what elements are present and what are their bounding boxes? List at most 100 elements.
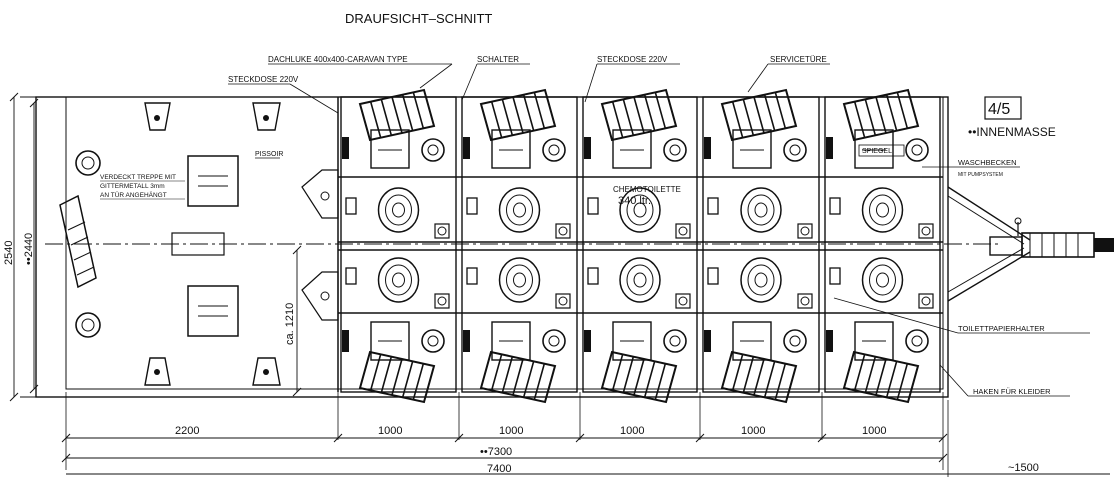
roof-hatch-slat (731, 101, 744, 138)
wash-basin-drain (669, 335, 681, 347)
cabin-outline (702, 96, 820, 393)
dim-7300: ••7300 (480, 446, 512, 458)
roof-hatch-slat (654, 92, 667, 129)
toilet-icon (861, 257, 904, 303)
roof-hatch-slat (753, 358, 765, 396)
toilet-bowl (513, 202, 526, 218)
label-pissoir: PISSOIR (255, 151, 283, 158)
roof-hatch-slat (633, 96, 645, 134)
roof-hatch-slat (401, 361, 414, 398)
toilet-paper-holder-icon (707, 197, 719, 215)
switch-knob (437, 226, 447, 236)
toilet-icon (498, 187, 541, 233)
roof-hatch-slat (522, 94, 535, 131)
toilet-seat (747, 194, 775, 226)
drawing-title: DRAUFSICHT–SCHNITT (345, 11, 492, 26)
label-waschbecken: WASCHBECKEN (958, 158, 1016, 167)
roof-hatch-slat (643, 361, 656, 398)
toilet-bowl (633, 202, 647, 218)
door-hinge-block (826, 330, 833, 352)
wash-basin-icon (783, 138, 807, 162)
label-treppe-2: GITTERMETALL 3mm (100, 183, 165, 190)
roof-hatch-slat (533, 92, 546, 129)
switch-box (675, 293, 691, 309)
door-hinge-block (584, 330, 591, 352)
switch-knob (558, 296, 568, 306)
toilet-seat (506, 264, 533, 296)
label-treppe-3: AN TÜR ANGEHÄNGT (100, 191, 167, 199)
label-steckdose-left: STECKDOSE 220V (228, 75, 299, 84)
scale-box (984, 96, 1022, 120)
roof-hatch-slat (875, 96, 887, 134)
toilet-seat (869, 194, 896, 226)
toilet-bowl (876, 202, 889, 218)
sink-unit (491, 321, 531, 361)
trailer-inner-wall (65, 96, 944, 390)
entrance-room: STECKDOSE 220V PISSOIR VERDECKT TREPPE M… (59, 75, 339, 392)
label-waschbecken-sub: MIT PUMPSYSTEM (958, 172, 1003, 178)
cabin-outline (340, 96, 457, 393)
door-hinge-block (704, 330, 711, 352)
toilet-icon (377, 257, 420, 303)
door-hinge-block (584, 137, 591, 159)
switch-box (797, 293, 813, 309)
toilet-seat (626, 194, 654, 226)
dim-cabin-3: 1000 (620, 425, 644, 437)
sink-unit (854, 321, 894, 361)
dim-cabin-5: 1000 (862, 425, 886, 437)
wash-basin-drain (911, 144, 923, 156)
wash-basin-drain (427, 144, 439, 156)
toilet-bowl (392, 272, 405, 288)
switch-box (918, 293, 934, 309)
wash-basin-icon (421, 329, 445, 353)
toilet-seat (385, 264, 412, 296)
roof-hatch-slat (774, 92, 787, 129)
roof-hatch-slat (763, 94, 776, 131)
wash-basin-drain (911, 335, 923, 347)
toilet-paper-holder-icon (829, 267, 841, 285)
central-bench (171, 232, 225, 256)
door-hinge-block (826, 137, 833, 159)
roof-hatch-slat (885, 94, 898, 131)
switch-knob (437, 296, 447, 306)
wash-basin-icon (663, 329, 687, 353)
wash-basin-icon (75, 150, 101, 338)
dim-cabin-4: 1000 (741, 425, 765, 437)
roof-hatch-slat (412, 92, 425, 129)
label-schalter: SCHALTER (477, 55, 519, 64)
dimension-lines: 2200 1000 1000 1000 1000 1000 ••7300 740… (61, 392, 1110, 477)
dim-2440: ••2440 (23, 233, 35, 265)
door-hinge-block (463, 330, 470, 352)
roof-hatch-slat (742, 356, 755, 393)
sink-unit (491, 129, 531, 169)
dim-ca-1210: ca. 1210 (284, 303, 296, 345)
toilet-icon (619, 187, 661, 233)
toilet-paper-holder-icon (345, 267, 357, 285)
toilet-icon (377, 187, 420, 233)
cabin-outline (582, 96, 698, 393)
sink-unit (854, 129, 894, 169)
sink-unit (187, 155, 239, 207)
wash-basin-drain (669, 144, 681, 156)
wash-basin-drain (789, 144, 801, 156)
wash-basin-drain (789, 335, 801, 347)
pissoir-icon (144, 102, 281, 386)
cabin-outline (461, 96, 578, 393)
folding-stair (59, 194, 97, 289)
dim-cabin-1: 1000 (378, 425, 402, 437)
switch-box (555, 293, 571, 309)
roof-hatch-slat (622, 356, 635, 393)
toilet-seat (747, 264, 775, 296)
label-dachluke: DACHLUKE 400x400-CARAVAN TYPE (268, 55, 408, 64)
toilet-seat (626, 264, 654, 296)
dim-1500: ~1500 (1008, 462, 1039, 474)
toilet-icon (740, 187, 782, 233)
toilet-paper-holder-icon (345, 197, 357, 215)
roof-hatch-slat (533, 363, 546, 400)
toilet-seat (869, 264, 896, 296)
sink-unit (370, 321, 410, 361)
vertical-dimensions: 2540 ••2440 ca. 1210 (3, 92, 302, 402)
door-hinge-block (704, 137, 711, 159)
label-chemotoilette-volume: 340 ltr. (618, 195, 651, 207)
